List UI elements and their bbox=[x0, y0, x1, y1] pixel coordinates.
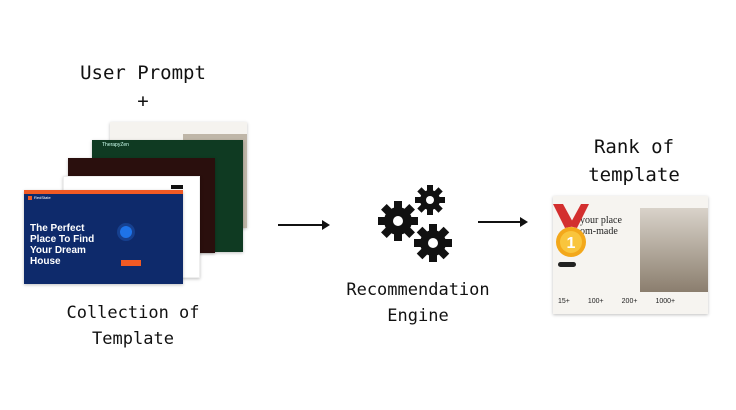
gold-medal-icon: 1 bbox=[553, 204, 589, 257]
engine-label-2: Engine bbox=[387, 306, 449, 326]
arrow-to-engine bbox=[278, 220, 330, 230]
stat-3: 200+ bbox=[621, 298, 638, 305]
stat-4: 1000+ bbox=[655, 298, 676, 305]
collection-label-1: Collection of bbox=[66, 303, 200, 323]
rank-label-2: template bbox=[588, 164, 680, 186]
gear-large bbox=[378, 201, 418, 241]
gears-icon bbox=[378, 185, 452, 262]
front-headline: The Perfect Place To Find Your Dream Hou… bbox=[30, 223, 95, 267]
green-brand: TherapyZen bbox=[102, 142, 129, 148]
stat-1: 15+ bbox=[558, 298, 570, 305]
template-front: RedState The Perfect Place To Find Your … bbox=[24, 190, 183, 284]
medal-rank: 1 bbox=[567, 235, 576, 252]
stat-2: 100+ bbox=[587, 298, 604, 305]
plus-sign: + bbox=[137, 90, 149, 112]
front-brand: RedState bbox=[34, 195, 51, 200]
rank-label-1: Rank of bbox=[593, 136, 675, 158]
gear-top bbox=[415, 185, 445, 215]
gear-bottom bbox=[414, 224, 452, 262]
arrow-to-rank bbox=[478, 217, 528, 227]
user-prompt-label: User Prompt bbox=[80, 62, 206, 84]
engine-label-1: Recommendation bbox=[346, 280, 490, 300]
collection-label-2: Template bbox=[92, 329, 174, 349]
